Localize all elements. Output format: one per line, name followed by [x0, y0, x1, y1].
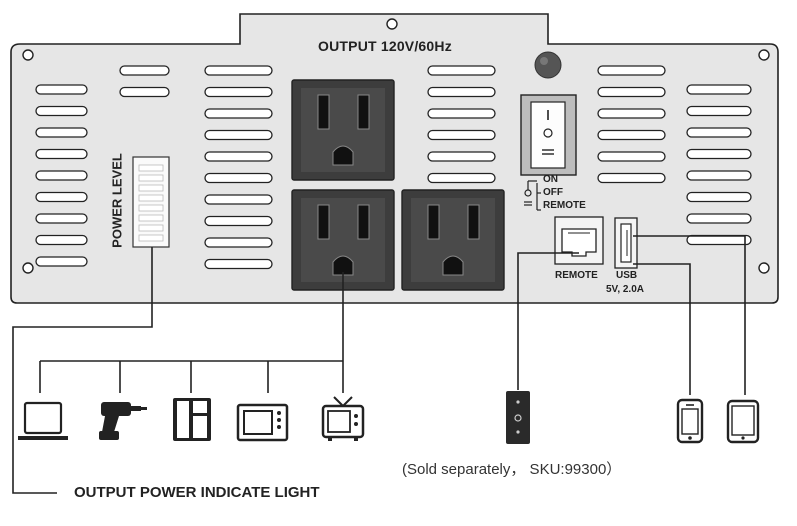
vent-slot	[427, 86, 496, 98]
vent-slot	[686, 213, 752, 224]
vent-slot	[686, 105, 752, 117]
led-segment	[138, 234, 164, 242]
vent-slot	[686, 148, 752, 160]
vent-slot	[597, 172, 666, 184]
usb-label: USB	[616, 270, 638, 281]
vent-slot	[686, 234, 752, 246]
vent-slots	[35, 65, 752, 270]
led-segment	[138, 184, 164, 192]
remote-port-label: REMOTE	[555, 270, 598, 281]
ac-outlet-bottom-left[interactable]	[291, 189, 395, 291]
vent-slot	[35, 84, 88, 95]
vent-slot	[204, 108, 273, 119]
remote-port[interactable]	[554, 216, 604, 265]
output-voltage-label: OUTPUT 120V/60Hz	[318, 38, 452, 54]
vent-slot	[597, 86, 666, 98]
vent-slot	[427, 108, 496, 119]
refrigerator-icon	[173, 398, 211, 441]
laptop-icon	[18, 401, 68, 440]
vent-slot	[204, 194, 273, 205]
drill-icon	[99, 402, 147, 440]
screw-hole	[386, 18, 398, 30]
switch-position-on: ON	[543, 174, 558, 185]
screw-hole	[22, 49, 34, 61]
led-segment	[138, 214, 164, 222]
vent-slot	[35, 105, 88, 117]
connection-lines	[12, 235, 746, 494]
phone-icon	[676, 398, 704, 444]
sold-separately-note: (Sold separately， SKU:99300）	[402, 461, 622, 478]
switch-position-symbols	[524, 180, 541, 211]
vent-slot	[686, 191, 752, 203]
vent-slot	[204, 215, 273, 227]
usb-port[interactable]	[614, 217, 638, 269]
vent-slot	[427, 65, 496, 76]
vent-slot	[204, 129, 273, 141]
switch-position-remote: REMOTE	[543, 200, 586, 211]
vent-slot	[35, 191, 88, 203]
led-segment	[138, 164, 164, 172]
vent-slot	[597, 129, 666, 141]
vent-slot	[427, 151, 496, 162]
vent-slot	[204, 151, 273, 162]
ac-outlet-top[interactable]	[291, 79, 395, 181]
vent-slot	[597, 151, 666, 162]
vent-slot	[35, 234, 88, 246]
led-segments	[138, 164, 164, 242]
screw-hole	[758, 262, 770, 274]
vent-slot	[686, 170, 752, 181]
led-segment	[138, 224, 164, 232]
vent-slot	[204, 258, 273, 270]
switch-position-off: OFF	[543, 187, 563, 198]
ac-outlet-bottom-right[interactable]	[401, 189, 505, 291]
vent-slot	[204, 86, 273, 98]
vent-slot	[204, 65, 273, 76]
vent-slot	[597, 65, 666, 76]
vent-slot	[597, 108, 666, 119]
vent-slot	[35, 148, 88, 160]
output-power-indicator-label: OUTPUT POWER INDICATE LIGHT	[74, 484, 320, 501]
screw-hole	[22, 262, 34, 274]
vent-slot	[35, 256, 88, 267]
microwave-icon	[236, 403, 289, 442]
led-segment	[138, 204, 164, 212]
vent-slot	[119, 86, 170, 98]
vent-slot	[35, 170, 88, 181]
vent-slot	[35, 127, 88, 138]
wall-switch-icon	[506, 391, 530, 444]
led-segment	[138, 194, 164, 202]
power-rocker-switch[interactable]	[520, 94, 577, 176]
vent-slot	[119, 65, 170, 76]
vent-slot	[204, 237, 273, 248]
power-level-led-bar	[132, 156, 170, 248]
status-indicator-light	[534, 51, 562, 79]
vent-slot	[427, 129, 496, 141]
led-segment	[138, 174, 164, 182]
power-level-label: POWER LEVEL	[109, 153, 125, 248]
vent-slot	[427, 172, 496, 184]
vent-slot	[686, 84, 752, 95]
tablet-icon	[726, 399, 760, 444]
screw-hole	[758, 49, 770, 61]
vent-slot	[35, 213, 88, 224]
tv-icon	[321, 396, 365, 441]
usb-rating-label: 5V, 2.0A	[606, 284, 644, 295]
vent-slot	[204, 172, 273, 184]
vent-slot	[686, 127, 752, 138]
